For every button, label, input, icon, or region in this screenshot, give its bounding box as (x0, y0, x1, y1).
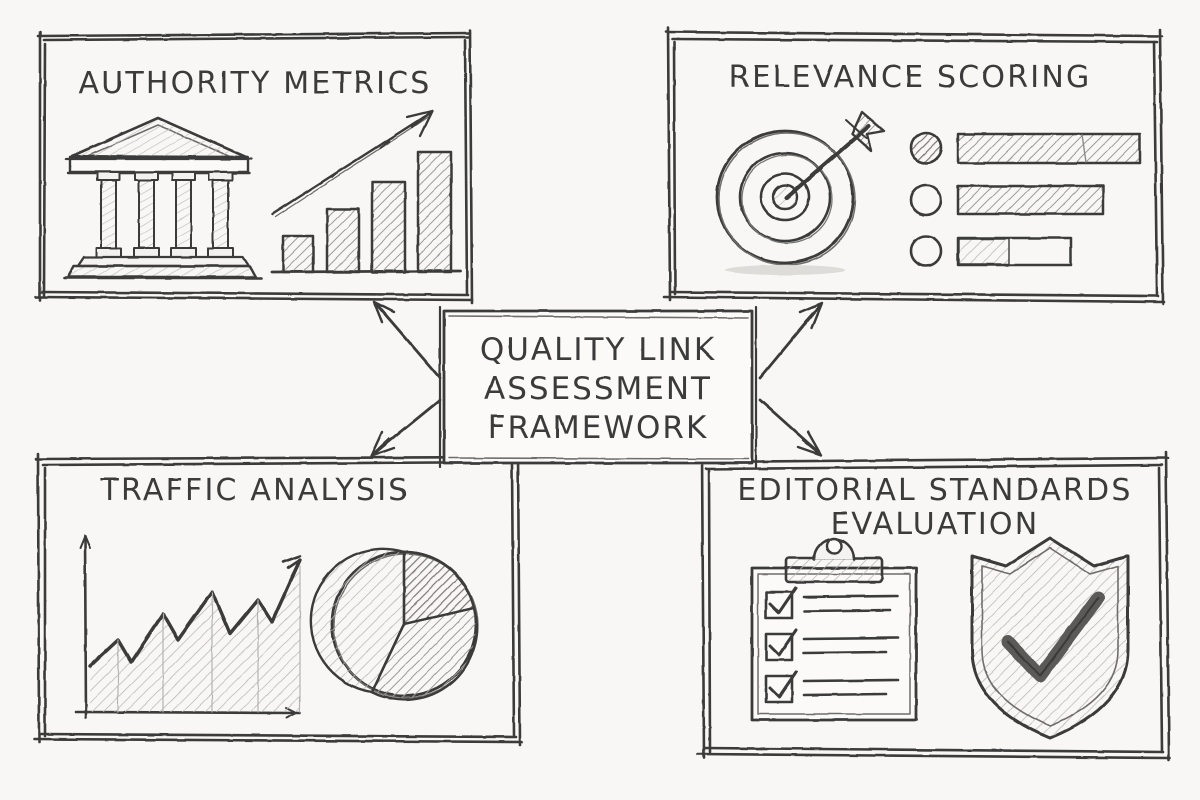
panel-border-relevance (662, 26, 1166, 306)
arrow-to-traffic-analysis (369, 398, 442, 458)
panel-title-relevance-scoring: RELEVANCE SCORING (729, 60, 1092, 95)
shield-check-icon (970, 536, 1130, 740)
panel-relevance-scoring[interactable] (662, 26, 1166, 306)
center-box[interactable] (438, 305, 758, 469)
center-box-line-2: ASSESSMENT (484, 371, 712, 407)
panel-title-authority-metrics: AUTHORITY METRICS (78, 66, 431, 101)
panel-authority-metrics[interactable] (34, 28, 474, 305)
center-box-line-1: QUALITY LINK (480, 332, 716, 368)
panel-border-editorial (696, 450, 1172, 762)
arrow-to-relevance-scoring (758, 301, 824, 380)
panel-title-traffic-analysis: TRAFFIC ANALYSIS (100, 473, 410, 508)
pie-chart-icon (309, 547, 479, 702)
arrow-dart-icon (784, 110, 886, 200)
score-row-2 (909, 183, 1105, 217)
panel-border-authority (34, 28, 474, 305)
classical-building-icon (62, 116, 264, 280)
bar-chart-icon (270, 150, 462, 274)
trend-arrow-icon (270, 109, 434, 218)
arrow-to-editorial-standards (758, 398, 823, 457)
clipboard-icon (750, 537, 918, 722)
score-row-1 (909, 131, 1142, 165)
panel-traffic-analysis[interactable] (32, 450, 524, 747)
panel-title-editorial-standards-line1: EDITORIAL STANDARDS (737, 473, 1132, 508)
building-columns (95, 171, 234, 258)
line-chart-icon (74, 534, 302, 720)
panel-editorial-standards[interactable] (696, 450, 1172, 762)
checklist-item[interactable] (764, 628, 900, 662)
arrow-to-authority-metrics (372, 300, 442, 380)
center-box-line-3: FRAMEWORK (488, 410, 709, 446)
target-icon (715, 129, 856, 275)
score-row-3 (909, 234, 1073, 268)
checklist-item[interactable] (764, 670, 900, 704)
checklist-rows (764, 586, 900, 704)
score-bars-icon (909, 131, 1142, 268)
checklist-item[interactable] (764, 586, 900, 620)
panel-title-editorial-standards-line2: EVALUATION (831, 507, 1040, 542)
